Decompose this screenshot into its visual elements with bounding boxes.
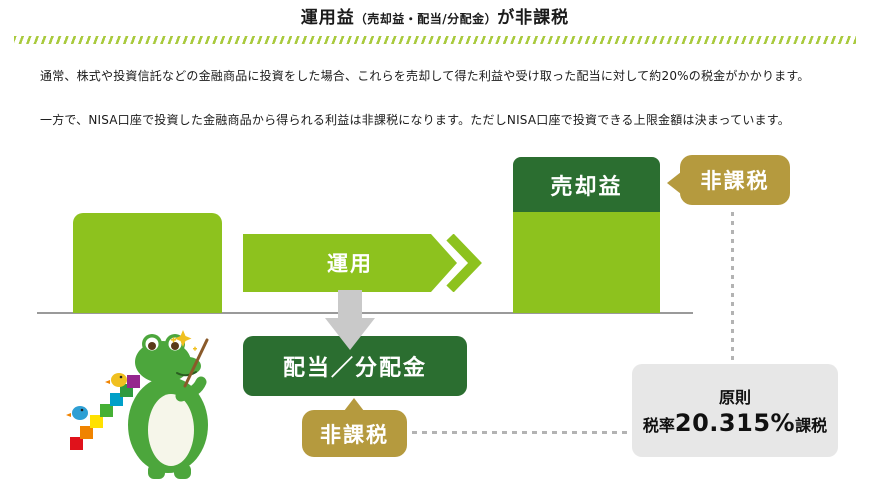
pointer-stick-icon xyxy=(183,338,209,388)
badge-tail-left xyxy=(667,172,681,194)
investment-growth-column xyxy=(513,212,660,313)
sparkle-icon xyxy=(171,330,197,351)
crocodile-mascot-icon xyxy=(66,330,209,479)
down-arrow-icon xyxy=(325,290,375,350)
dividend-tax-free-badge: 非課税 xyxy=(302,398,407,457)
tax-rate-suffix: 課税 xyxy=(795,416,828,435)
page-title-main-1: 運用益 xyxy=(300,8,355,28)
blue-bird-icon xyxy=(66,406,88,420)
capital-gain-tax-free-label: 非課税 xyxy=(700,169,770,193)
operation-arrow-icon xyxy=(243,234,482,292)
page-title-paren: （売却益・配当/分配金） xyxy=(354,12,498,26)
capital-gain-tax-free-badge: 非課税 xyxy=(667,155,790,205)
dotted-connector-vertical xyxy=(731,212,734,360)
capital-gain-box: 売却益 xyxy=(513,157,660,212)
intro-paragraph-2: 一方で、NISA口座で投資した金融商品から得られる利益は非課税になります。ただし… xyxy=(40,113,790,127)
principle-label: 原則 xyxy=(718,388,751,407)
intro-paragraph-1: 通常、株式や投資信託などの金融商品に投資をした場合、これらを売却して得た利益や受… xyxy=(40,69,810,83)
dividend-distribution-box: 配当／分配金 xyxy=(243,336,467,396)
yellow-bird-icon xyxy=(105,373,127,387)
tax-rate-value: 20.315% xyxy=(674,409,796,437)
dividend-tax-free-label: 非課税 xyxy=(320,422,389,447)
badge-tail-up xyxy=(344,398,364,411)
dotted-connector-horizontal xyxy=(412,431,630,434)
striped-divider xyxy=(14,36,856,44)
tax-rate-prefix: 税率 xyxy=(642,416,675,435)
principal-investment-box xyxy=(73,213,222,313)
page-title-main-2: が非課税 xyxy=(497,8,570,28)
diagram-baseline xyxy=(37,312,693,314)
page-title: 運用益（売却益・配当/分配金）が非課税 xyxy=(0,7,870,30)
operation-arrow-label: 運用 xyxy=(327,252,373,276)
